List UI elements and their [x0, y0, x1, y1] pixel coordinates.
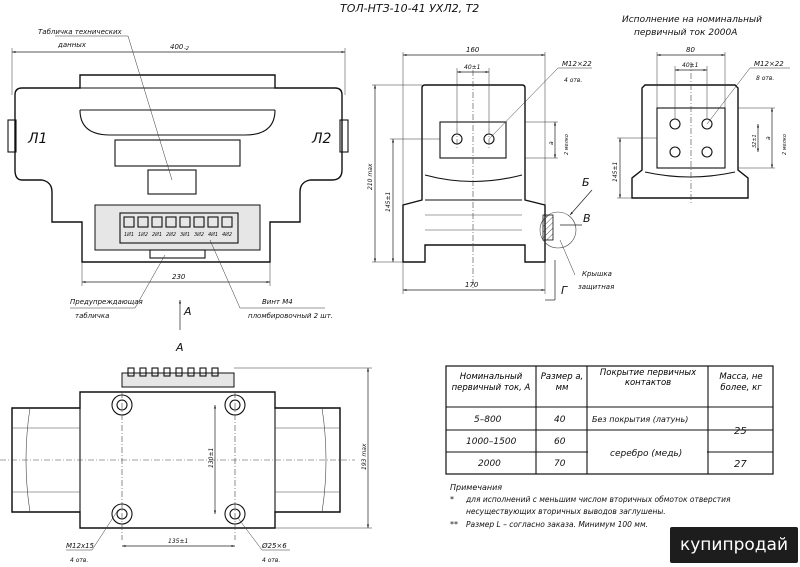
notes: Примечания * для исполнений с меньшим чи… [450, 483, 731, 529]
header-mass: Масса, не более, кг [719, 372, 763, 393]
row2-coating: серебро (медь) [610, 449, 682, 459]
dim-170: 170 [465, 281, 479, 289]
dim-230: 230 [172, 273, 186, 281]
dim-40-1b: 40±1 [682, 62, 698, 69]
row2-size: 60 [554, 437, 566, 447]
terminal-label: 1И2 [138, 232, 148, 238]
bottom-hole-label: Ø25×6 [261, 542, 287, 550]
terminal-label: 4И1 [208, 232, 218, 238]
terminal-label: 2И1 [152, 232, 162, 238]
dim-a-note: 2 мелко [564, 134, 570, 155]
thread-a-count: 4 отв. [564, 77, 582, 84]
row1-mass: 25 [734, 426, 747, 437]
thread-b-label: М12×22 [754, 60, 784, 68]
header-current: Номинальный первичный ток, А [451, 372, 531, 393]
thread-a-label: М12×22 [562, 60, 592, 68]
variant-caption-2: первичный ток 2000А [634, 28, 737, 38]
terminal-studs [127, 367, 219, 377]
bottom-view-a: А [0, 341, 372, 564]
bottom-hole-count: 4 отв. [262, 557, 280, 564]
spec-table: Номинальный первичный ток, А Размер a, м… [445, 365, 774, 475]
terminal-l1-label: Л1 [27, 131, 47, 147]
note2-text: Размер L – согласно заказа. Минимум 100 … [466, 520, 648, 529]
note2-mark: ** [450, 520, 458, 529]
terminal-label: 3И1 [180, 232, 190, 238]
terminal-label: 1И1 [124, 232, 134, 238]
notes-heading: Примечания [450, 483, 502, 492]
nameplate-label-2: данных [57, 41, 87, 49]
row3-mass: 27 [734, 459, 747, 470]
note1-line1: для исполнений с меньшим числом вторичны… [465, 495, 731, 504]
cover-label-1: Крышка [582, 270, 612, 278]
terminal-label: 2И2 [166, 232, 176, 238]
cover-label-2: защитная [578, 283, 614, 291]
terminal-screws [123, 216, 233, 228]
screw-label-1: Винт М4 [262, 298, 293, 306]
screw-label-2: пломбировочный 2 шт. [248, 312, 333, 320]
terminal-labels: 1И1 1И2 2И1 2И2 3И1 3И2 4И1 4И2 [124, 232, 232, 238]
bottom-thread-count: 4 отв. [70, 557, 88, 564]
row1-current: 5–800 [474, 415, 502, 425]
dim-210: 210 max [367, 163, 374, 190]
dim-135: 135±1 [168, 538, 188, 545]
nameplate-label-1: Табличка технических [38, 28, 123, 36]
terminal-l2-label: Л2 [311, 131, 332, 147]
dim-145: 145±1 [385, 192, 392, 212]
terminal-label: 4И2 [222, 232, 232, 238]
dim-130: 130±1 [208, 448, 215, 468]
dim-400: 400 [170, 43, 184, 51]
row3-size: 70 [554, 459, 566, 469]
dim-32: 32±1 [752, 134, 758, 148]
warning-label-1: Предупреждающая [70, 298, 143, 306]
header-coating: Покрытие первичных контактов [599, 368, 697, 388]
dim-80: 80 [686, 46, 695, 54]
dim-a: a [548, 141, 555, 145]
row1-coating: Без покрытия (латунь) [592, 415, 688, 424]
variant-caption-1: Исполнение на номинальный [622, 15, 762, 25]
dim-145b: 145±1 [612, 162, 619, 182]
header-size: Размер a, мм [540, 372, 584, 393]
view-letter-g: Г [561, 284, 568, 297]
row3-current: 2000 [478, 459, 501, 469]
dim-400-tol: -2 [184, 46, 189, 52]
dim-40-1: 40±1 [464, 64, 480, 71]
row2-current: 1000–1500 [466, 437, 517, 447]
side-view: В Б Г Крышка защитная 160 40±1 М12×22 4 … [367, 46, 614, 301]
dim-a-b-note: 2 мелко [782, 134, 788, 155]
terminal-label: 3И2 [194, 232, 204, 238]
view-letter-b: Б [582, 176, 590, 189]
drawing-title: ТОЛ-НТЗ-10-41 УХЛ2, Т2 [340, 2, 479, 15]
variant-2000a-view: Исполнение на номинальный первичный ток … [612, 15, 790, 205]
view-arrow-a-label: А [183, 305, 192, 318]
warning-label-2: табличка [75, 312, 109, 320]
view-a-caption: А [175, 341, 184, 354]
view-letter-v: В [583, 212, 591, 225]
thread-b-count: 8 отв. [756, 75, 774, 82]
note1-mark: * [450, 495, 454, 504]
bottom-thread-label: М12х15 [66, 542, 95, 550]
row1-size: 40 [554, 415, 566, 425]
front-view: 1И1 1И2 2И1 2И2 3И1 3И2 4И1 4И2 Л1 Л2 40… [7, 28, 349, 330]
watermark-badge: купипродай [669, 527, 798, 563]
note1-line2: несуществующих вторичных выводов заглуше… [466, 507, 666, 516]
dim-193: 193 max [361, 443, 368, 470]
dim-160: 160 [466, 46, 480, 54]
dim-a-b: a [765, 136, 772, 140]
